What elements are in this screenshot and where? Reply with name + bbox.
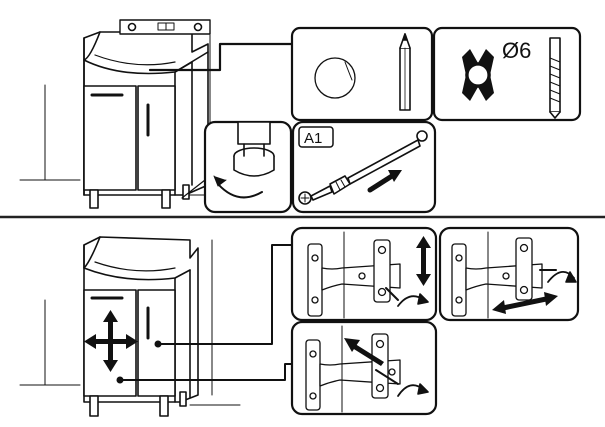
callout-line-top (148, 42, 294, 72)
drill-bit-icon (549, 37, 561, 119)
push-arrow-icon (367, 170, 402, 193)
step-label-a1: A1 (304, 130, 322, 147)
rotate-arrow-icon (213, 175, 263, 199)
screwdriver-icon (385, 287, 399, 301)
diagonal-arrow-icon (344, 338, 384, 366)
panel-mark-position (290, 26, 434, 122)
vertical-arrow-icon (416, 236, 431, 286)
rotate-arrow-icon (397, 383, 429, 397)
panel-wall-anchor (291, 120, 437, 214)
screw-anchor-icon (298, 130, 428, 205)
vanity-cabinet-top (83, 31, 209, 209)
spirit-level-icon (119, 19, 211, 35)
pencil-icon (399, 33, 411, 111)
hinge-icon (305, 325, 401, 413)
top-section: Ø6 (19, 19, 582, 214)
drill-target-icon (462, 49, 494, 101)
panel-hinge-horizontal (438, 226, 580, 322)
hinge-icon (451, 231, 543, 319)
rotate-arrow-icon (397, 293, 429, 307)
callout-line-leg (181, 179, 206, 199)
panel-hinge-depth (290, 320, 438, 416)
move-arrows-icon (84, 310, 138, 372)
horizontal-arrow-icon (492, 292, 558, 314)
adjustable-foot-icon (233, 121, 275, 177)
drill-diameter-label: Ø6 (502, 38, 531, 63)
bottom-section (19, 226, 580, 417)
callout-lines-bottom (116, 244, 293, 384)
wall-corner-bottom (19, 239, 241, 406)
panel-hinge-vertical (290, 226, 438, 322)
vanity-cabinet-bottom (83, 236, 199, 417)
hinge-icon (307, 231, 401, 319)
rotate-arrow-icon (547, 271, 577, 283)
panel-leg-adjust (203, 120, 293, 214)
screwdriver-icon (375, 369, 399, 385)
panel-drill-hole (432, 26, 582, 122)
